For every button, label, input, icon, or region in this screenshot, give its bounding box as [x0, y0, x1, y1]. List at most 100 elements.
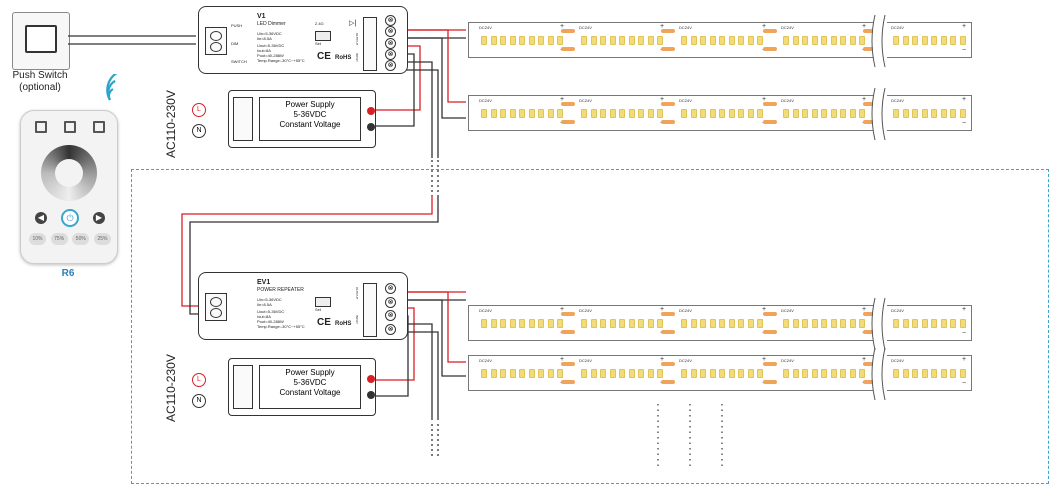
- strip-break-gap: [873, 90, 887, 138]
- led-chip: [600, 369, 606, 378]
- led-chip: [609, 109, 616, 118]
- led-chip: [719, 319, 725, 328]
- solder-pad: [661, 29, 675, 33]
- led-chip: [528, 319, 535, 328]
- led-chip: [481, 109, 487, 118]
- led-chip: [728, 369, 735, 378]
- led-chip: [940, 369, 947, 378]
- led-chip: [747, 36, 754, 45]
- led-chip: [700, 319, 706, 328]
- repeater-ce-mark: CE: [317, 317, 331, 328]
- led-chip: [821, 36, 827, 45]
- led-chip: [490, 109, 497, 118]
- solder-pad: [763, 47, 777, 51]
- led-chip: [931, 109, 937, 118]
- strip-segment-label: DC24V: [479, 358, 492, 363]
- zone-icon[interactable]: [93, 121, 105, 133]
- led-chip: [619, 369, 625, 378]
- led-chip: [728, 36, 735, 45]
- strip-plus-label: +: [762, 356, 767, 363]
- led-chip: [628, 369, 635, 378]
- led-chip: [590, 36, 597, 45]
- strip-plus-label: +: [962, 96, 967, 103]
- solder-pad: [561, 120, 575, 124]
- solder-pad: [561, 47, 575, 51]
- led-chip: [600, 109, 606, 118]
- led-chip: [609, 369, 616, 378]
- strip-segment-label: DC24V: [479, 308, 492, 313]
- led-chip: [590, 319, 597, 328]
- solder-pad: [863, 102, 877, 106]
- dimmer-side-input: INPUT: [355, 53, 359, 62]
- strip-segment-label: DC24V: [891, 308, 904, 313]
- percent-button[interactable]: 25%: [93, 233, 111, 245]
- strip-plus-label: +: [862, 356, 867, 363]
- led-chip: [859, 109, 865, 118]
- led-chip: [912, 319, 918, 328]
- solder-pad: [561, 362, 575, 366]
- psu-1-label-panel: Power Supply 5-36VDC Constant Voltage: [259, 97, 361, 141]
- strip-plus-label: +: [962, 23, 967, 30]
- led-chip: [783, 369, 789, 378]
- dimmer-setting-switch[interactable]: [315, 31, 331, 41]
- led-chip: [802, 319, 808, 328]
- right-arrow-icon[interactable]: ▶: [93, 212, 105, 224]
- percent-button[interactable]: 10%: [29, 233, 46, 245]
- led-chip: [709, 369, 716, 378]
- percent-button[interactable]: 50%: [72, 233, 90, 245]
- led-chip: [940, 109, 947, 118]
- led-chip: [830, 319, 837, 328]
- led-chip: [811, 36, 818, 45]
- led-chip: [690, 319, 697, 328]
- wireless-signal-icon: [106, 74, 118, 101]
- strip-plus-label: +: [660, 23, 665, 30]
- psu-2-output-positive: [367, 375, 375, 383]
- led-chip: [931, 319, 937, 328]
- led-chip: [528, 109, 535, 118]
- led-chip: [738, 109, 744, 118]
- solder-pad: [863, 380, 877, 384]
- led-chip: [638, 109, 644, 118]
- led-chip: [912, 36, 918, 45]
- percent-button[interactable]: 75%: [50, 233, 68, 245]
- strip-minus-label: −: [962, 330, 967, 337]
- repeater-setting-switch[interactable]: [315, 297, 331, 307]
- led-chip: [547, 36, 554, 45]
- zone-icon[interactable]: [64, 121, 76, 133]
- power-icon[interactable]: ⏻: [61, 209, 79, 227]
- dimmer-ce-mark: CE: [317, 51, 331, 62]
- dimmer-rohs: RoHS: [335, 55, 352, 61]
- strip-break-gap: [873, 300, 887, 348]
- led-chip: [950, 369, 956, 378]
- strip-plus-label: +: [962, 356, 967, 363]
- led-chip: [547, 319, 554, 328]
- led-chip: [500, 319, 506, 328]
- led-chip: [840, 369, 846, 378]
- led-chip: [849, 36, 856, 45]
- led-chip: [647, 369, 654, 378]
- strip-segment-label: DC24V: [679, 25, 692, 30]
- zone-icon[interactable]: [35, 121, 47, 133]
- led-chip: [600, 319, 606, 328]
- repeater-model: EV1: [257, 279, 271, 286]
- strip-plus-label: +: [762, 96, 767, 103]
- led-chip: [538, 319, 544, 328]
- solder-pad: [763, 330, 777, 334]
- led-chip: [509, 369, 516, 378]
- strip-plus-label: +: [862, 306, 867, 313]
- led-chip: [849, 369, 856, 378]
- strip-plus-label: +: [560, 96, 565, 103]
- strip-break-gap: [873, 350, 887, 398]
- dimmer-spec-in: Uin=5-36VDC Iin=8.5A: [257, 31, 282, 41]
- dimmer-rf-label: 2.4G: [315, 21, 324, 26]
- led-chip: [647, 109, 654, 118]
- led-chip: [681, 36, 687, 45]
- brightness-wheel[interactable]: [41, 145, 97, 201]
- led-chip: [490, 369, 497, 378]
- led-chip: [547, 109, 554, 118]
- led-chip: [557, 36, 563, 45]
- left-arrow-icon[interactable]: ◀: [35, 212, 47, 224]
- led-chip: [638, 36, 644, 45]
- strip-segment-label: DC24V: [579, 98, 592, 103]
